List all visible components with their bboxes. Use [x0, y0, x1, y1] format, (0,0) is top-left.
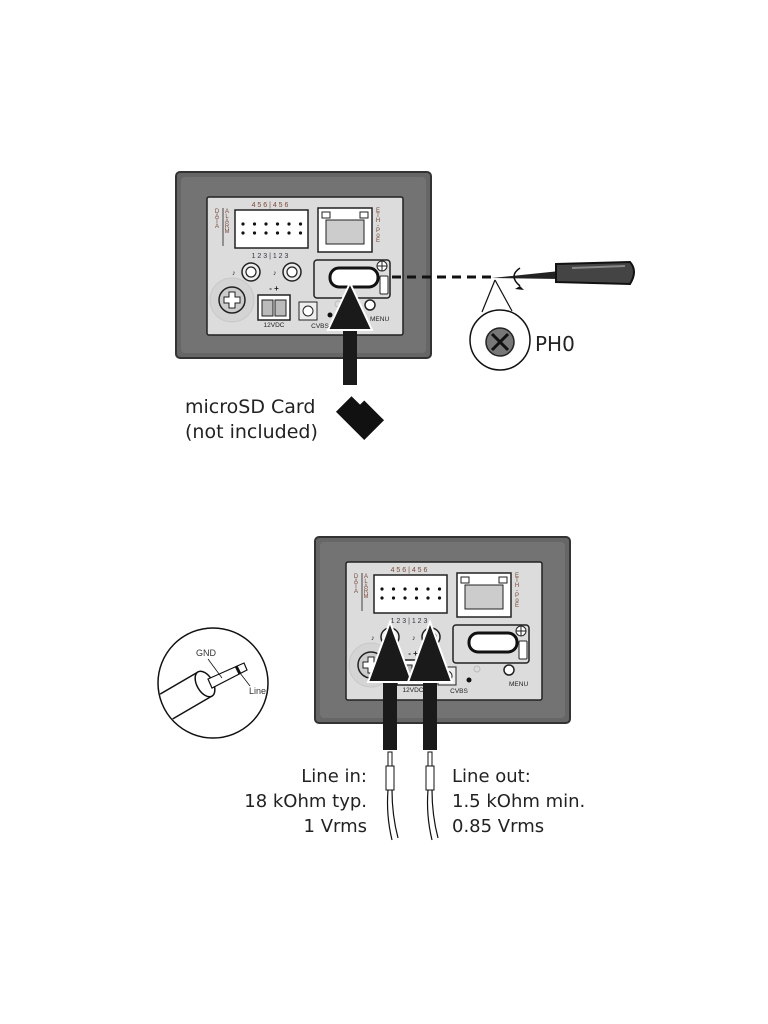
eth-poe-label: ETH-PoE: [375, 208, 381, 243]
plug-gnd-label: GND: [196, 648, 217, 658]
ethernet-socket: [464, 584, 504, 610]
audio-in-jack-hole: [245, 266, 257, 278]
ethernet-led: [359, 211, 369, 219]
line-out-plug-icon: [425, 751, 439, 841]
cover-tab: [518, 640, 528, 660]
terminal-pin: [241, 222, 245, 226]
ethernet-led: [498, 576, 508, 584]
line-in-arrow: [366, 619, 414, 750]
menu-label: MENU: [370, 316, 389, 323]
line-out-level: 0.85 Vrms: [452, 816, 544, 837]
line-in-plug-icon: [385, 751, 399, 841]
audio-in-jack-icon: ♪: [232, 270, 236, 277]
power-pin-plus: [274, 299, 287, 317]
line-in-title: Line in:: [301, 766, 367, 787]
power-label: 12VDC: [264, 322, 285, 329]
terminal-pin: [275, 222, 280, 226]
camera-rear-panel-2: 4 5 6 | 4 5 6 1 2 3 | 1 2 3 DATA ALARM ETH-P…: [314, 536, 571, 724]
audio-plug-detail: [157, 627, 269, 739]
sd-card-label-line1: microSD Card: [185, 396, 315, 418]
camera-rear-panel-1: 4 5 6 | 4 5 6 1 2 3 | 1 2 3 DATA ALARM ETH-P…: [175, 171, 432, 359]
alarm-terminal-block: [234, 209, 309, 249]
terminal-pin: [414, 596, 419, 600]
power-polarity-label: - +: [269, 284, 279, 293]
alarm-pins-top-label: 4 5 6 | 4 5 6: [252, 202, 289, 209]
plug-line-label: Line: [249, 686, 266, 696]
line-out-impedance: 1.5 kOhm min.: [452, 791, 585, 812]
terminal-pin: [275, 231, 280, 235]
power-pin-minus: [261, 299, 274, 317]
data-label: DATA: [214, 209, 220, 229]
microsd-slot: [467, 631, 519, 654]
cover-screw-cross: [516, 626, 526, 636]
terminal-pin: [380, 596, 384, 600]
line-out-arrow: [406, 619, 454, 750]
terminal-pin: [264, 222, 268, 226]
eth-poe-label: ETH-PoE: [514, 573, 520, 608]
power-label: 12VDC: [403, 687, 424, 694]
menu-button: [503, 664, 515, 676]
line-in-level: 1 Vrms: [304, 816, 367, 837]
menu-label: MENU: [509, 681, 528, 688]
alarm-pins-top-label: 4 5 6 | 4 5 6: [391, 567, 428, 574]
cover-screw-cross: [377, 261, 387, 271]
cvbs-label: CVBS: [450, 688, 468, 695]
alarm-pins-bottom-label: 1 2 3 | 1 2 3: [252, 253, 289, 260]
status-led: [466, 677, 472, 683]
sd-card-label-line2: (not included): [185, 421, 318, 443]
ethernet-socket: [325, 219, 365, 245]
audio-out-jack-icon: ♪: [412, 635, 416, 642]
terminal-pin: [437, 587, 442, 591]
terminal-pin: [252, 222, 257, 226]
terminal-pin: [287, 222, 291, 226]
microsd-card-icon: [335, 396, 385, 441]
terminal-pin: [264, 231, 268, 235]
terminal-pin: [298, 231, 303, 235]
ethernet-led: [460, 576, 470, 584]
terminal-pin: [426, 596, 430, 600]
cvbs-jack: [302, 305, 314, 317]
line-out-title: Line out:: [452, 766, 531, 787]
screwdriver-icon: [492, 260, 635, 290]
ethernet-led: [321, 211, 331, 219]
alarm-pins-bottom-label: 1 2 3 | 1 2 3: [391, 618, 428, 625]
terminal-pin: [403, 587, 407, 591]
terminal-pin: [414, 587, 419, 591]
terminal-pin: [241, 231, 245, 235]
insert-sd-arrow: [326, 280, 374, 385]
data-label: DATA: [353, 574, 359, 594]
terminal-pin: [298, 222, 303, 226]
alarm-terminal-block: [373, 574, 448, 614]
line-in-impedance: 18 kOhm typ.: [244, 791, 367, 812]
terminal-pin: [437, 596, 442, 600]
status-led: [327, 312, 333, 318]
terminal-pin: [391, 587, 396, 591]
terminal-pin: [403, 596, 407, 600]
menu-button: [364, 299, 376, 311]
cover-tab: [379, 275, 389, 295]
microsd-slot: [328, 266, 380, 289]
audio-out-jack-hole: [286, 266, 298, 278]
terminal-pin: [380, 587, 384, 591]
cvbs-label: CVBS: [311, 323, 329, 330]
ph0-bit-callout: [469, 279, 531, 371]
terminal-pin: [287, 231, 291, 235]
power-polarity-label: - +: [408, 649, 418, 658]
audio-in-jack-icon: ♪: [371, 635, 375, 642]
terminal-pin: [252, 231, 257, 235]
screw-cross-icon: [223, 291, 241, 309]
alarm-label: ALARM: [363, 574, 369, 599]
terminal-pin: [391, 596, 396, 600]
alarm-label: ALARM: [224, 209, 230, 234]
terminal-pin: [426, 587, 430, 591]
audio-out-jack-icon: ♪: [273, 270, 277, 277]
screwdriver-bit-label: PH0: [535, 332, 575, 356]
status-led-faint: [473, 665, 481, 673]
